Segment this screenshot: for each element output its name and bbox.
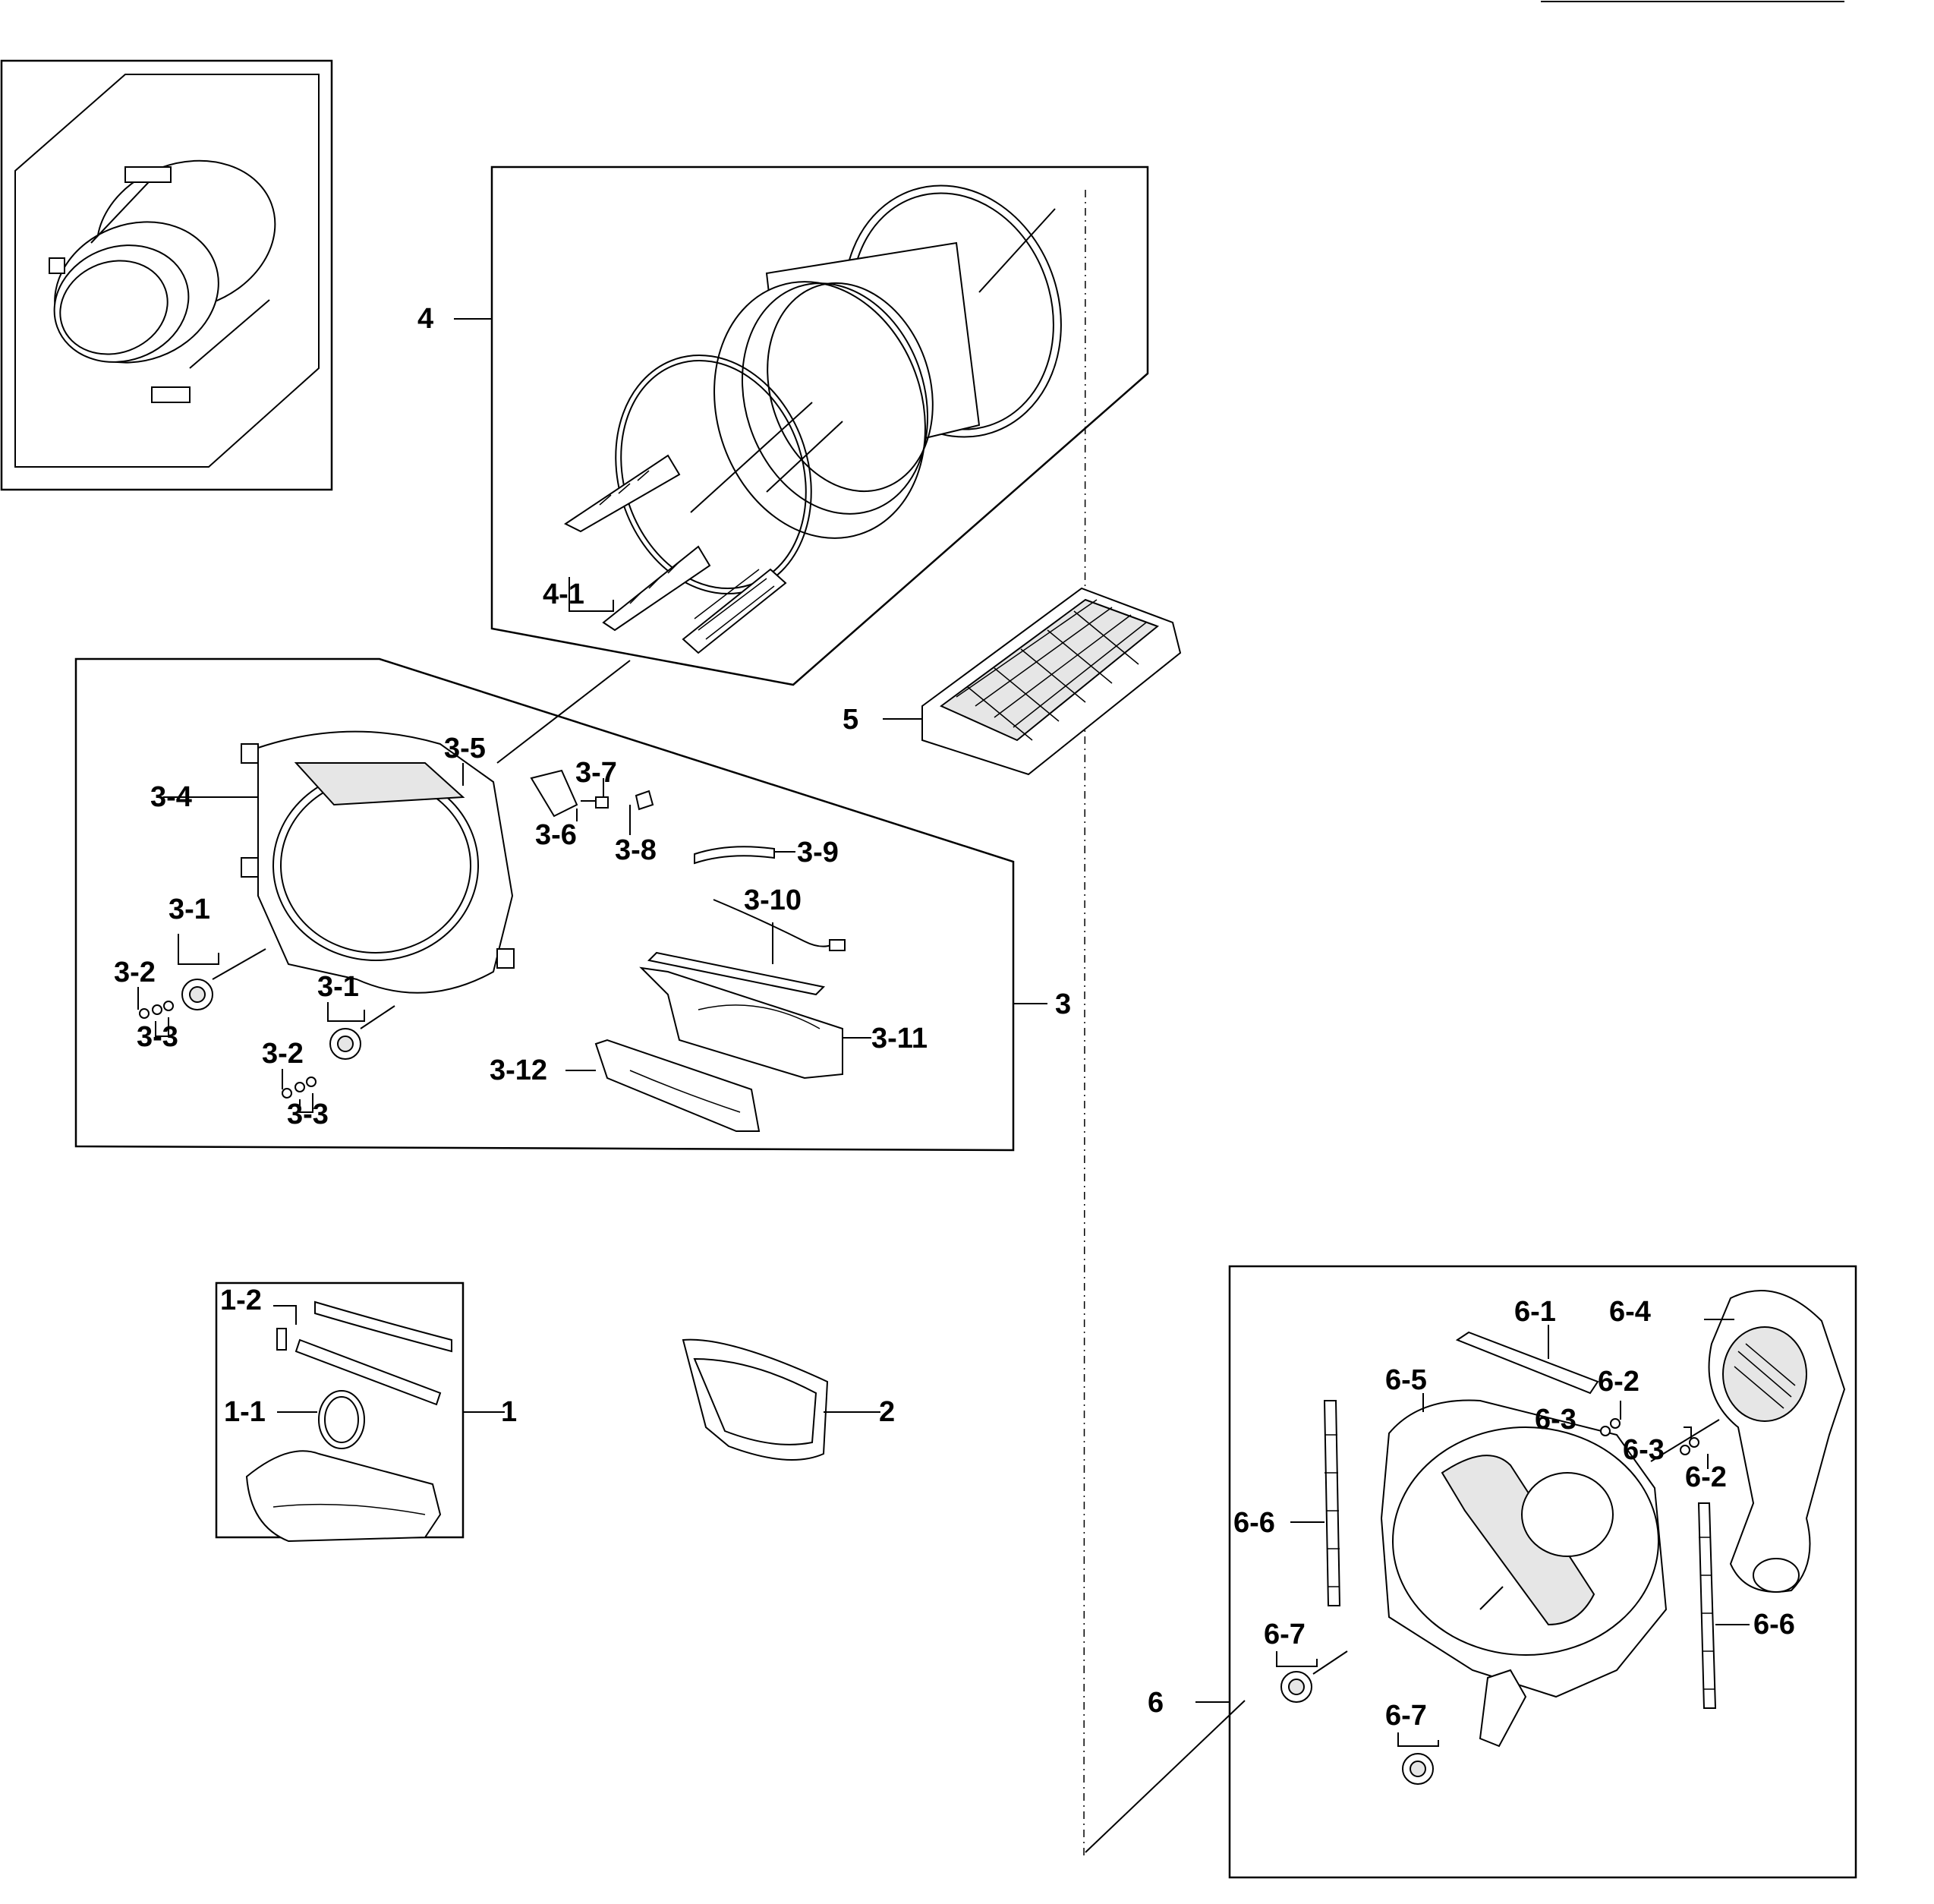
drum-baffle bbox=[682, 568, 787, 654]
rear-lower-bracket bbox=[1479, 1669, 1527, 1748]
callout-3-2: 3-2 bbox=[262, 1038, 304, 1070]
duct-body bbox=[245, 1450, 442, 1543]
front-bracket-bar bbox=[647, 951, 826, 996]
callout-6-1: 6-1 bbox=[1514, 1296, 1556, 1328]
callout-3-10: 3-10 bbox=[744, 884, 802, 916]
lint-duct-housing bbox=[639, 966, 843, 1080]
callout-3-3: 3-3 bbox=[287, 1099, 329, 1130]
callout-3-9: 3-9 bbox=[797, 837, 839, 868]
callout-5: 5 bbox=[843, 704, 858, 736]
duct-strip bbox=[295, 1338, 442, 1406]
callout-6-5: 6-5 bbox=[1385, 1364, 1427, 1396]
drum-assembly bbox=[454, 165, 1149, 686]
callout-1: 1 bbox=[501, 1396, 517, 1428]
callout-3: 3 bbox=[1055, 988, 1071, 1020]
callout-3-3: 3-3 bbox=[137, 1021, 178, 1053]
lint-filter-frame-assembly bbox=[682, 1338, 880, 1461]
assembly-axis-line bbox=[1083, 189, 1086, 1861]
callout-6-6: 6-6 bbox=[1233, 1507, 1275, 1539]
callout-3-1: 3-1 bbox=[317, 971, 359, 1003]
callout-3-12: 3-12 bbox=[490, 1054, 547, 1086]
duct-strip bbox=[314, 1300, 452, 1353]
lint-filter-grille bbox=[883, 587, 1182, 776]
callout-6-7: 6-7 bbox=[1264, 1619, 1306, 1650]
duct-assembly bbox=[215, 1281, 505, 1543]
lower-bracket bbox=[594, 1039, 761, 1132]
callout-6-3: 6-3 bbox=[1535, 1404, 1576, 1436]
duct-seal-ring bbox=[318, 1390, 365, 1449]
callout-6-3: 6-3 bbox=[1623, 1434, 1665, 1466]
callout-3-7: 3-7 bbox=[575, 757, 617, 789]
callout-6-2: 6-2 bbox=[1685, 1461, 1727, 1493]
rear-top-bracket bbox=[1455, 1331, 1599, 1395]
sensor-housing bbox=[530, 769, 578, 818]
drum-baffle bbox=[602, 545, 711, 632]
rear-panel-assembly bbox=[1195, 1265, 1857, 1879]
rear-side-strap bbox=[1323, 1400, 1341, 1606]
callout-6-6: 6-6 bbox=[1753, 1609, 1795, 1641]
callout-3-4: 3-4 bbox=[150, 781, 192, 813]
callout-2: 2 bbox=[879, 1396, 895, 1428]
callout-3-11: 3-11 bbox=[871, 1023, 928, 1054]
felt-seal bbox=[694, 846, 775, 865]
lint-filter-frame bbox=[682, 1338, 829, 1461]
drum-body bbox=[713, 281, 926, 539]
overview-thumbnail bbox=[0, 59, 333, 491]
callout-6: 6 bbox=[1148, 1687, 1164, 1719]
callout-3-5: 3-5 bbox=[444, 733, 486, 764]
callout-labels: 4 4-1 5 3 3-5 3-4 3-7 3-6 3-8 3-9 3-10 3… bbox=[114, 303, 1795, 1732]
callout-6-4: 6-4 bbox=[1609, 1296, 1651, 1328]
assembly-leader bbox=[1085, 1700, 1246, 1853]
callout-3-6: 3-6 bbox=[535, 819, 577, 851]
sensor-clip bbox=[595, 796, 609, 809]
callout-3-8: 3-8 bbox=[615, 834, 657, 866]
callout-6-2: 6-2 bbox=[1598, 1366, 1639, 1398]
wire-harness bbox=[713, 899, 832, 947]
callout-1-1: 1-1 bbox=[224, 1396, 266, 1428]
rear-side-strap bbox=[1697, 1502, 1717, 1709]
callout-3-2: 3-2 bbox=[114, 957, 156, 988]
front-panel-assembly bbox=[74, 657, 1047, 1152]
callout-4: 4 bbox=[417, 303, 433, 335]
callout-1-2: 1-2 bbox=[220, 1285, 262, 1316]
duct-clip bbox=[276, 1328, 287, 1351]
callout-3-1: 3-1 bbox=[169, 894, 210, 925]
callout-4-1: 4-1 bbox=[543, 578, 584, 610]
sensor-screw bbox=[635, 790, 654, 811]
drum-baffle bbox=[564, 454, 681, 533]
callout-6-7: 6-7 bbox=[1385, 1700, 1427, 1732]
